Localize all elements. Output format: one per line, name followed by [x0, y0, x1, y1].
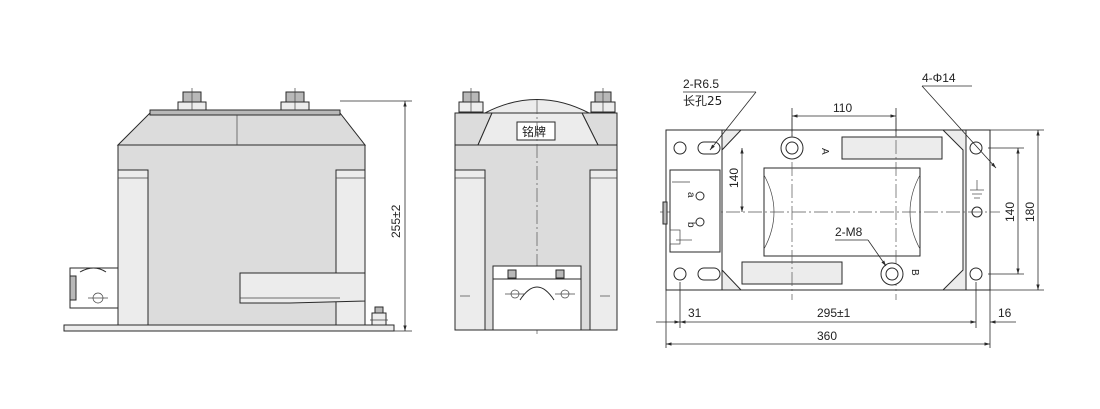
side-view: 铭牌: [454, 88, 618, 335]
callout-terminal-thread-label: 2-M8: [835, 225, 863, 239]
nameplate-label: 铭牌: [522, 124, 546, 139]
dimension-height: 255±2: [340, 100, 412, 332]
callout-slots: 2-R6.5 长孔25: [683, 77, 757, 151]
dimension-140-top-label: 140: [727, 168, 741, 188]
dimension-140-top: 140: [727, 148, 744, 212]
terminal-b-secondary-label: b: [685, 222, 696, 228]
terminal-a-secondary-label: a: [685, 192, 696, 198]
dimension-180: 180: [990, 129, 1044, 291]
terminal-a-primary-label: A: [819, 148, 830, 155]
callout-mount-holes-label: 4-Φ14: [922, 71, 956, 85]
dimension-110: 110: [791, 101, 897, 136]
dimension-110-label: 110: [833, 101, 852, 115]
dimension-16-label: 16: [998, 306, 1012, 320]
dimension-height-label: 255±2: [389, 204, 403, 238]
callout-slot-length: 长孔25: [683, 94, 722, 108]
dimension-360-label: 360: [817, 329, 837, 343]
dimension-180-label: 180: [1023, 202, 1037, 222]
callout-mount-holes: 4-Φ14: [921, 71, 997, 169]
dimension-295-label: 295±1: [817, 306, 851, 320]
callout-terminal-thread: 2-M8: [835, 225, 887, 267]
dimension-140-right: 140: [988, 147, 1024, 275]
callout-slot-radius: 2-R6.5: [683, 77, 719, 91]
terminal-b-primary-label: B: [909, 269, 920, 276]
front-view: [63, 88, 395, 332]
dimension-140-right-label: 140: [1003, 202, 1017, 222]
dimension-360: 360: [666, 329, 990, 346]
dimension-31-label: 31: [688, 306, 702, 320]
nameplate: [516, 121, 556, 141]
dimension-row-bottom: 31 295±1 16: [656, 282, 1016, 348]
top-view: A B a b: [660, 118, 1000, 300]
